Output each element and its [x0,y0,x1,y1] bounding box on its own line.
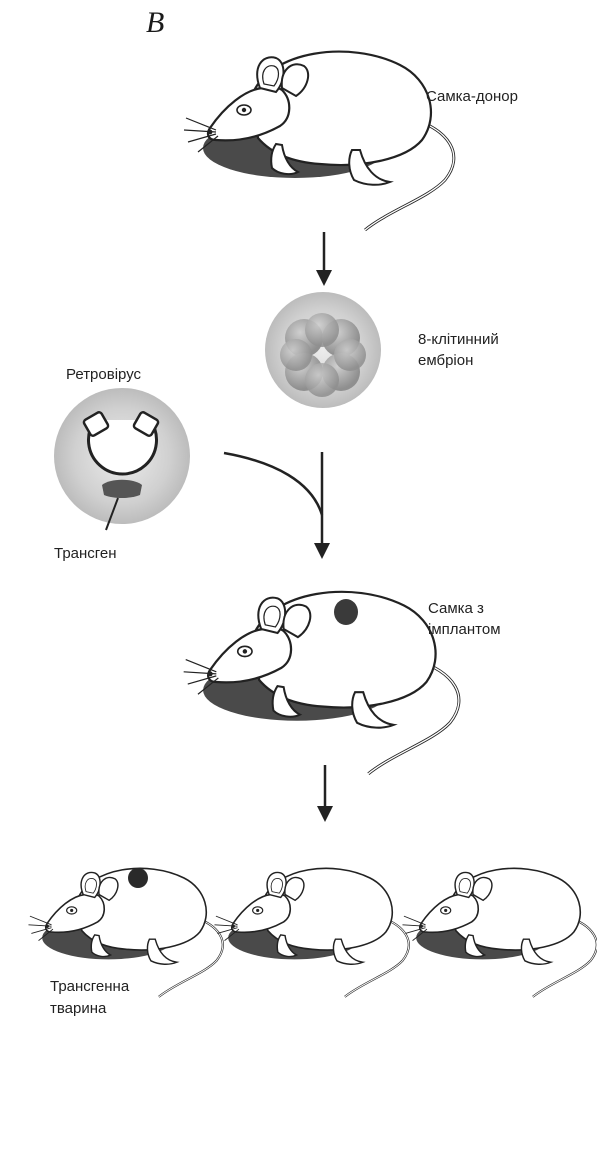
implant-mark [334,599,358,625]
arrow-down-icon [316,232,332,286]
arrow-down-icon [317,765,333,822]
embryo-icon [265,292,381,408]
label-embryo-line2: ембріон [418,352,473,370]
transgene-mark [128,868,148,888]
mouse-icon [214,868,408,996]
mouse-icon [402,868,596,996]
label-embryo-line1: 8-клітинний [418,331,499,349]
retrovirus-icon [54,388,190,530]
arrow-down-icon [314,452,330,559]
joining-curve [224,453,322,515]
label-transgene: Трансген [54,545,117,563]
label-transgenic-line2: тварина [50,1000,106,1018]
label-implant-line1: Самка з [428,600,484,618]
mouse-icon [184,52,454,230]
label-implant-line2: імплантом [428,621,501,639]
mouse-icon [184,592,459,774]
label-donor-female: Самка-донор [426,88,518,106]
label-transgenic-line1: Трансгенна [50,978,129,996]
label-retrovirus: Ретровірус [66,366,141,384]
